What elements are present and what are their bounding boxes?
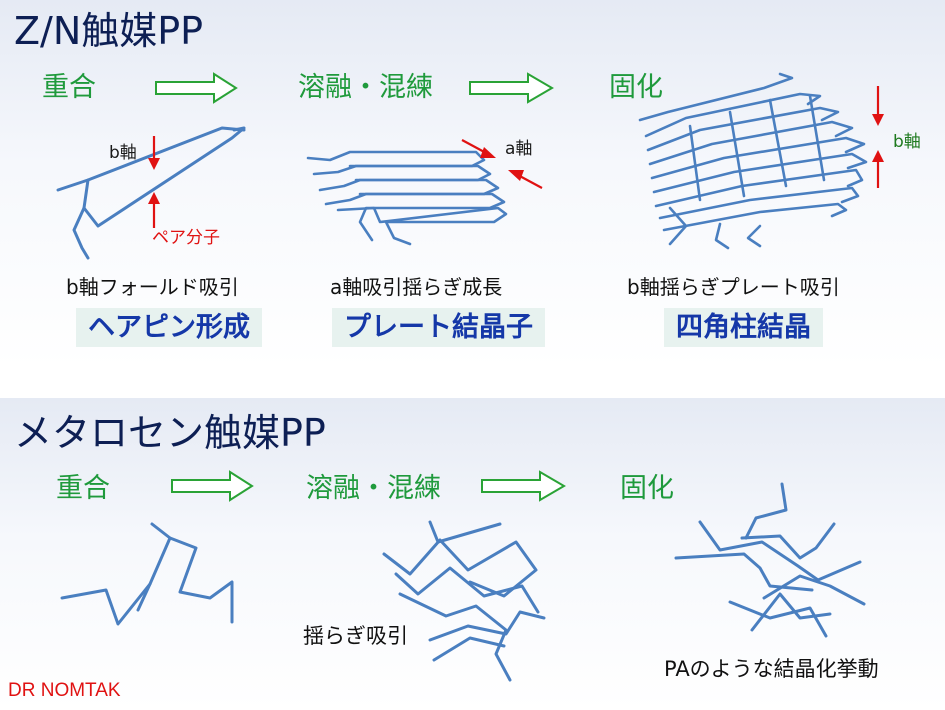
zn-hairpin-upper xyxy=(86,126,246,182)
zn-a-axis-label: a軸 xyxy=(505,139,533,159)
zn-stage-polymerization: 重合 xyxy=(42,72,96,103)
zn-b-axis-label: b軸 xyxy=(109,143,137,163)
met-random-coils xyxy=(60,522,234,626)
met-note-fluct: 揺らぎ吸引 xyxy=(303,624,408,648)
metallocene-title: メタロセン触媒PP xyxy=(14,411,326,455)
zn-hairpin-tail xyxy=(56,178,90,260)
zn-stage-melt: 溶融・混練 xyxy=(298,72,433,103)
zn-box-plate-crystallite: プレート結晶子 xyxy=(332,308,545,348)
zn-a-arrow-in-head xyxy=(480,147,496,158)
zn-caption-plate: b軸揺らぎプレート吸引 xyxy=(627,275,840,299)
zn-caption-fold: b軸フォールド吸引 xyxy=(66,275,239,299)
zn-pair-label: ペア分子 xyxy=(152,228,220,248)
zn-box-hairpin: ヘアピン形成 xyxy=(76,308,262,348)
met-stage-solidify: 固化 xyxy=(620,473,674,504)
zn-b-arrow-down-head xyxy=(148,158,160,170)
met-stage-polymerization: 重合 xyxy=(56,473,110,504)
zn-arrow-2 xyxy=(469,72,554,104)
met-diagram xyxy=(60,470,866,682)
zn-box-prism: 四角柱結晶 xyxy=(664,308,823,348)
met-arrow-2 xyxy=(481,470,566,502)
zn-b-right-arrow-up-head xyxy=(872,150,884,162)
zn-panel: Z/N触媒PP 重合 溶融・混練 固化 b軸 ペア分子 a軸 b軸 b軸フォール… xyxy=(0,0,945,368)
met-stage-melt: 溶融・混練 xyxy=(306,473,441,504)
zn-b-axis-right-label: b軸 xyxy=(893,132,921,152)
zn-prism-crystal xyxy=(638,72,868,250)
zn-title: Z/N触媒PP xyxy=(14,9,204,53)
zn-a-arrow-out-head xyxy=(508,170,524,181)
zn-caption-growth: a軸吸引揺らぎ成長 xyxy=(330,275,503,299)
zn-hairpin-lower xyxy=(82,126,246,228)
met-fluct-chains xyxy=(382,520,546,682)
zn-diagram xyxy=(56,72,884,260)
zn-stage-solidify: 固化 xyxy=(609,72,663,103)
zn-plate-crystallite xyxy=(306,150,508,246)
zn-b-arrow-up-head xyxy=(148,192,160,204)
metallocene-panel: メタロセン触媒PP 重合 溶融・混練 固化 揺らぎ吸引 PAのような結晶化挙動 xyxy=(0,398,945,710)
zn-b-right-arrow-down-head xyxy=(872,114,884,126)
zn-arrow-1 xyxy=(155,72,238,104)
met-arrow-1 xyxy=(171,470,254,502)
met-pa-network xyxy=(674,482,866,638)
met-note-pa: PAのような結晶化挙動 xyxy=(664,657,879,681)
author-credit: DR NOMTAK xyxy=(8,680,121,701)
